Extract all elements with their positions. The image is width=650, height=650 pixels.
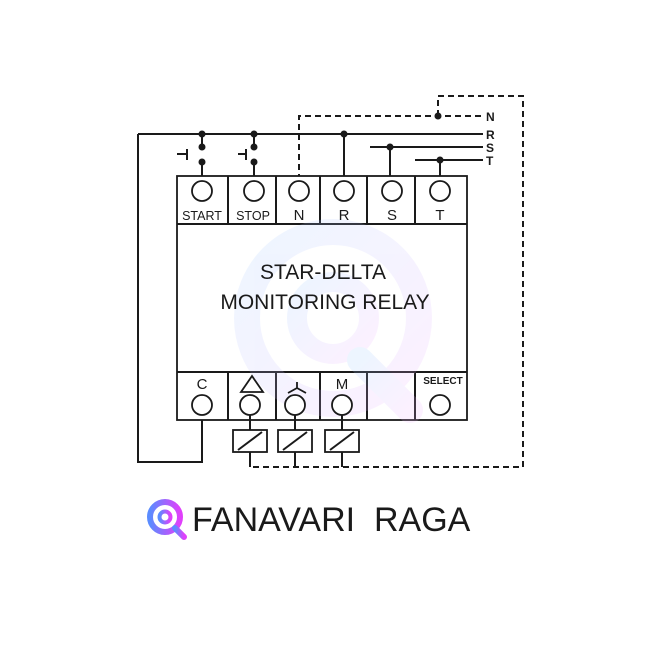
device-title-line1: STAR-DELTA (260, 261, 386, 284)
terminal-label-c: C (197, 376, 208, 393)
brand-name: FANAVARI RAGA (192, 501, 471, 539)
terminal-select (429, 394, 451, 416)
contactor-coils (232, 415, 360, 467)
delta-symbol-icon (239, 374, 265, 393)
start-stop-buttons (137, 134, 441, 463)
coil-delta (232, 429, 268, 453)
phase-label-s: S (486, 141, 494, 155)
terminal-label-start: START (182, 209, 222, 223)
terminal-s (381, 180, 403, 202)
star-symbol-icon (287, 382, 307, 394)
terminal-label-s: S (387, 207, 397, 224)
brand-logo: FANAVARI RAGA (147, 499, 471, 540)
terminal-label-stop: STOP (236, 209, 270, 223)
coil-main (324, 429, 360, 453)
terminal-label-m: M (336, 376, 349, 393)
terminal-m (331, 394, 353, 416)
terminal-label-select: SELECT (423, 376, 462, 387)
terminal-c (191, 394, 213, 416)
phase-label-r: R (486, 128, 495, 142)
phase-label-n: N (486, 110, 495, 124)
phase-labels: N R S T (486, 110, 495, 168)
terminal-label-t: T (435, 207, 444, 224)
phase-label-t: T (486, 154, 494, 168)
device-title: STAR-DELTA MONITORING RELAY (220, 261, 429, 314)
terminal-start (191, 180, 213, 202)
terminal-r (333, 180, 355, 202)
terminal-stop (243, 180, 265, 202)
terminal-t (429, 180, 451, 202)
terminal-star (284, 394, 306, 416)
brand-logo-icon (147, 499, 187, 540)
coil-star (277, 429, 313, 453)
device-title-line2: MONITORING RELAY (220, 291, 429, 314)
top-terminals: START STOP N R S T (182, 180, 451, 224)
terminal-n (288, 180, 310, 202)
terminal-label-n: N (294, 207, 305, 224)
terminal-label-r: R (339, 207, 350, 224)
terminal-delta (239, 394, 261, 416)
